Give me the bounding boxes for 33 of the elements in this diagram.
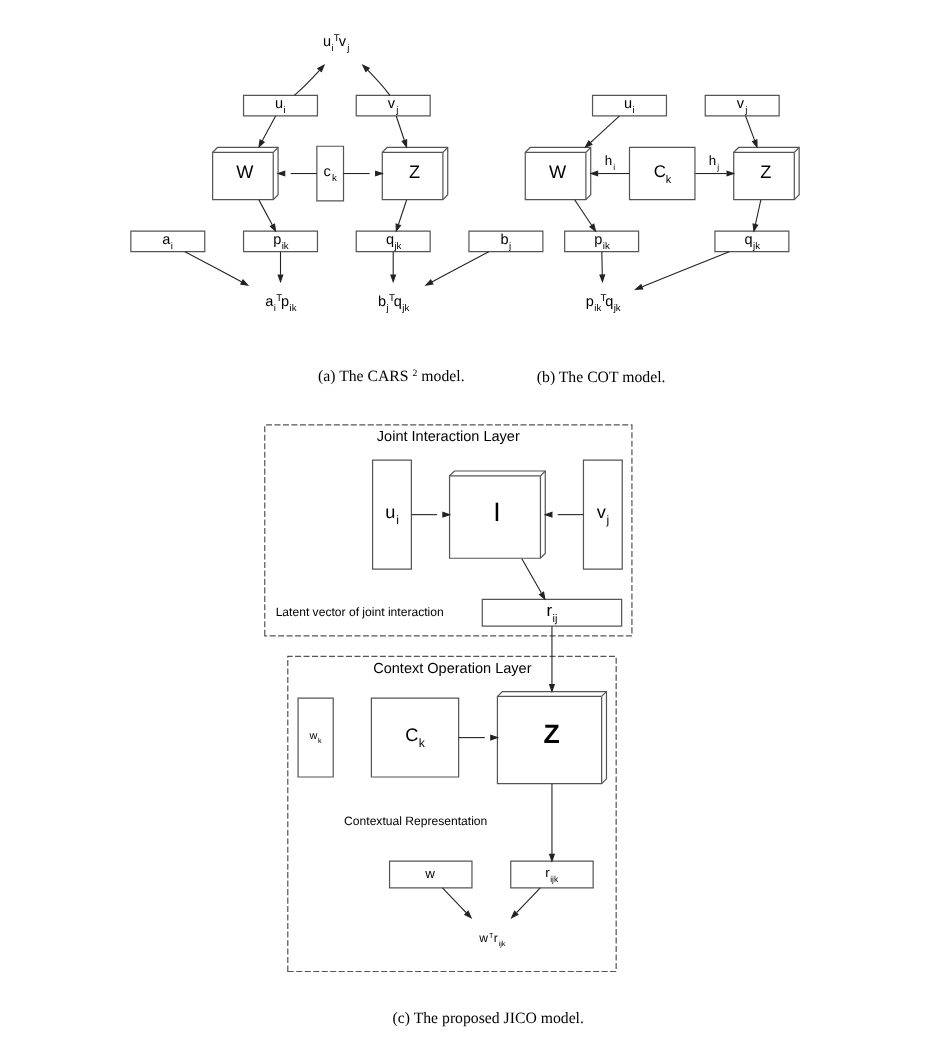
arrow [276, 251, 283, 284]
arrow [341, 170, 383, 177]
arrow [542, 511, 583, 518]
arrow [751, 199, 761, 233]
arrow [547, 783, 555, 863]
arrow [588, 170, 629, 177]
arrow [547, 625, 555, 693]
arrow [509, 887, 540, 919]
arrow [389, 251, 396, 284]
arrow [409, 511, 451, 518]
node-box: C$_{k}$ [369, 697, 459, 778]
node-box: u$_{i}$ [371, 459, 411, 570]
arrow [573, 199, 596, 233]
arrow [598, 251, 605, 284]
arrow [744, 115, 757, 149]
arrow [183, 251, 249, 286]
arrow [275, 170, 317, 177]
arrow [633, 251, 729, 290]
arrow [292, 63, 325, 96]
arrow [257, 199, 276, 233]
node-box: r$_{ij}$ [480, 598, 622, 627]
arrow [457, 734, 499, 741]
node-box: v$_{j}$ [581, 459, 622, 570]
arrow [257, 115, 276, 149]
arrow [693, 170, 735, 177]
arrow [520, 558, 545, 601]
arrow [394, 115, 407, 149]
node-box: C$_{k}$ [627, 146, 695, 201]
arrow [360, 63, 390, 96]
arrow [583, 115, 620, 149]
arrow [423, 251, 489, 286]
arrow [394, 199, 407, 233]
arrow [440, 887, 472, 919]
